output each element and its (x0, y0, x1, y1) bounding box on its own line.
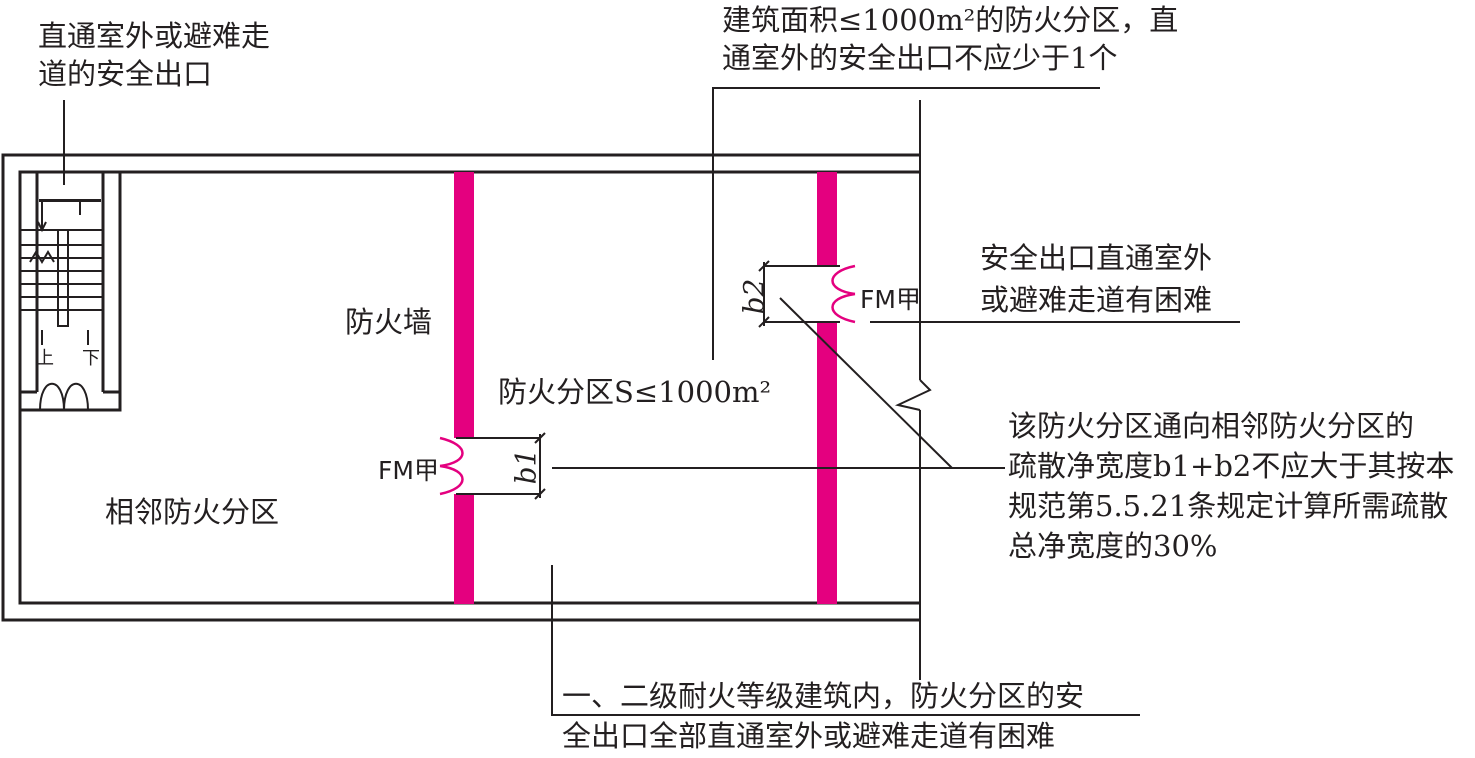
stair-up-label: 上 (36, 348, 54, 369)
right-note2-line3: 规范第5.5.21条规定计算所需疏散 (1008, 489, 1449, 523)
bottom-note-line1: 一、二级耐火等级建筑内，防火分区的安 (562, 679, 1085, 713)
right-note1-line2: 或避难走道有困难 (980, 283, 1213, 317)
door-right-label: FM甲 (860, 285, 921, 314)
adjacent-zone-label: 相邻防火分区 (105, 495, 280, 529)
bottom-note-line2: 全出口全部直通室外或避难走道有困难 (562, 719, 1056, 753)
leader-lines (63, 87, 1240, 716)
zone-area-label: 防火分区S≤1000m² (498, 375, 772, 409)
top-note-line2: 通室外的安全出口不应少于1个 (722, 41, 1118, 75)
building-outline (1, 153, 920, 622)
stair-exit-label-line1: 直通室外或避难走 (38, 19, 271, 53)
stairwell (20, 199, 103, 345)
top-note-line1: 建筑面积≤1000m²的防火分区，直 (722, 3, 1179, 37)
width-b1-label: b1 (509, 448, 543, 485)
stair-down-label: 下 (82, 348, 100, 369)
firewall-right (817, 172, 837, 604)
fire-door-right (758, 260, 857, 328)
stair-exit-door (39, 382, 89, 411)
firewall-left (454, 172, 474, 604)
firewall-label: 防火墙 (345, 305, 433, 339)
right-note2-line1: 该防火分区通向相邻防火分区的 (1008, 409, 1415, 443)
stair-exit-label-line2: 道的安全出口 (38, 57, 213, 91)
right-note2-line4: 总净宽度的30% (1008, 529, 1218, 563)
right-note2-line2: 疏散净宽度b1+b2不应大于其按本 (1008, 449, 1455, 483)
door-left-label: FM甲 (378, 456, 439, 485)
width-b2-label: b2 (737, 278, 771, 315)
right-note1-line1: 安全出口直通室外 (980, 241, 1213, 275)
fire-door-left (439, 432, 546, 500)
